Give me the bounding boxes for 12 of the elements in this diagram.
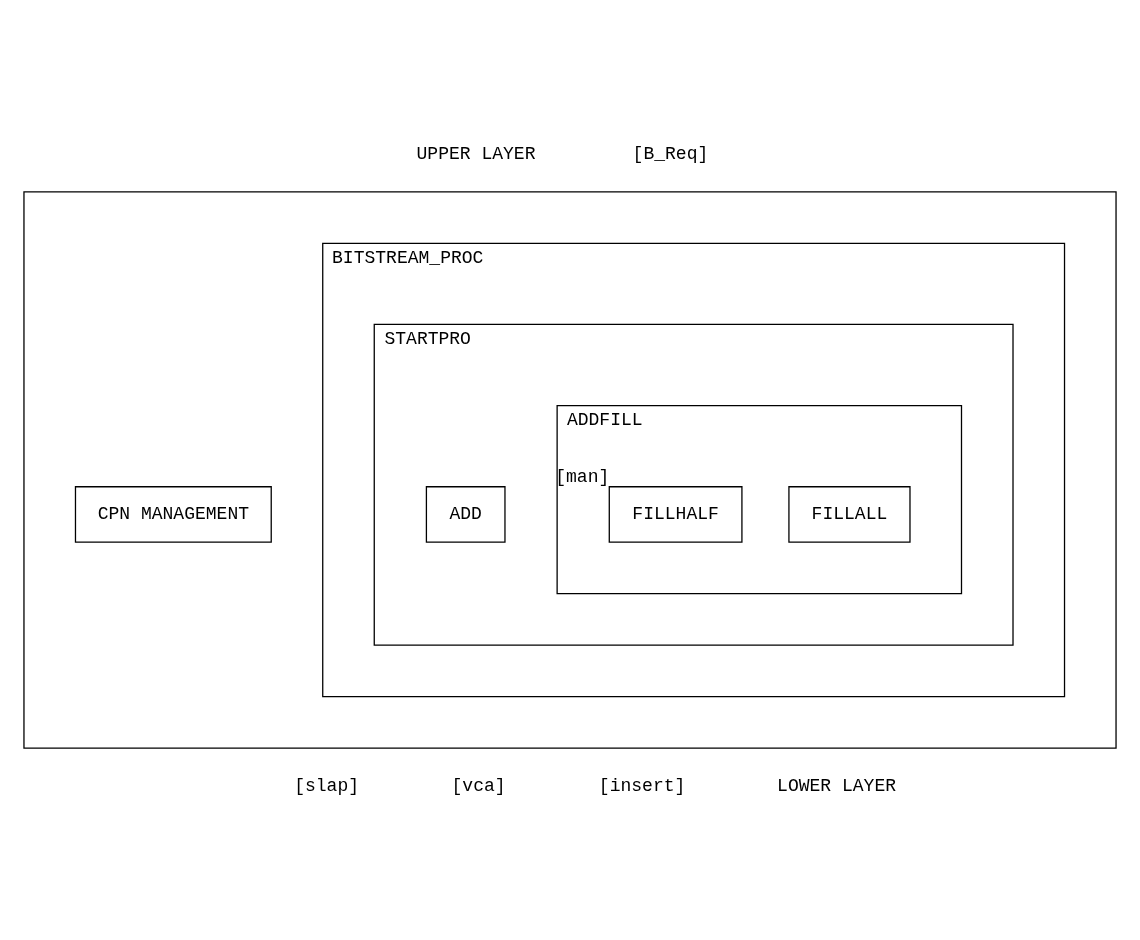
node-box: CPN MANAGEMENT — [74, 486, 272, 543]
label: [vca] — [451, 775, 506, 796]
node-box: FILLALL — [788, 486, 911, 543]
node-box: ADD — [425, 486, 506, 543]
label: LOWER LAYER — [777, 775, 897, 796]
cluster — [23, 191, 1117, 749]
label: [insert] — [598, 775, 686, 796]
node-box: FILLHALF — [608, 486, 743, 543]
label: UPPER LAYER — [416, 143, 536, 164]
label: [slap] — [294, 775, 360, 796]
node-label: [man] — [555, 466, 610, 487]
label: [B_Req] — [632, 143, 709, 164]
